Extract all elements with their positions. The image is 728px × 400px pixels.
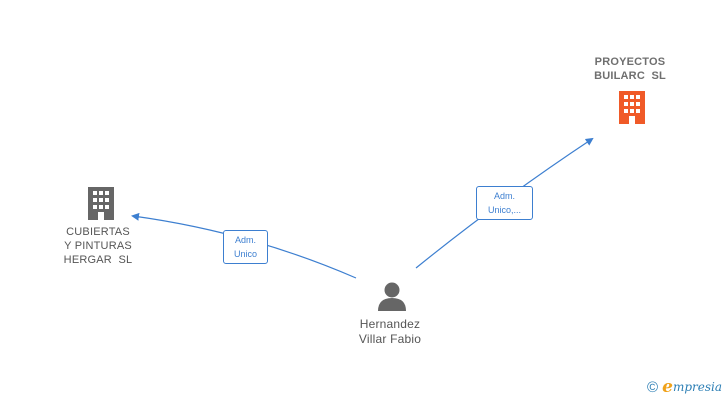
brand-logo-text: mpresia [672, 380, 722, 394]
edge-label-hergar: Adm. Unico [223, 230, 268, 264]
company-label-builarc[interactable]: PROYECTOS BUILARC SL [594, 56, 666, 82]
company-label-hergar[interactable]: CUBIERTAS Y PINTURAS HERGAR SL [63, 226, 133, 266]
edge-label-line1: Adm. [493, 191, 515, 201]
person-label[interactable]: Hernandez Villar Fabio [358, 317, 422, 346]
brand-logo-initial: e [662, 377, 673, 397]
edge-label-line2: Unico,... [487, 205, 521, 215]
brand-footer: © e mpresia [647, 377, 722, 397]
edge-label-builarc: Adm. Unico,... [476, 186, 533, 220]
copyright-symbol: © [647, 378, 659, 396]
person-icon[interactable] [376, 281, 408, 311]
edge-label-line1: Adm. [234, 235, 256, 245]
edge-label-line2: Unico [233, 249, 257, 259]
building-icon[interactable] [85, 186, 117, 220]
building-icon[interactable] [616, 90, 648, 124]
